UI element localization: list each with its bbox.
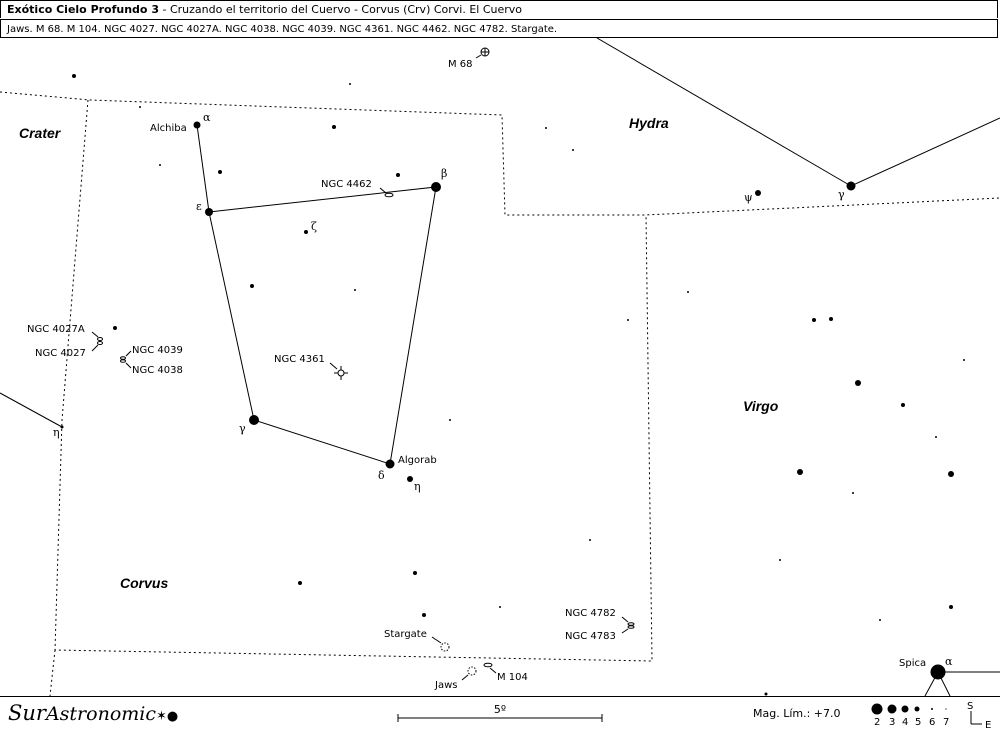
star-beta-corvi — [431, 182, 441, 192]
star-eta-crateris — [60, 425, 64, 429]
chart-subtitle: - Cruzando el territorio del Cuervo - Co… — [158, 3, 523, 16]
ngc4039-galaxy-icon — [120, 356, 126, 360]
star-eta-corvi — [407, 476, 413, 482]
mag-7: 7 — [943, 717, 949, 728]
label-ngc4462: NGC 4462 — [321, 179, 372, 190]
label-m68: M 68 — [448, 59, 473, 70]
mag-4: 4 — [902, 717, 908, 728]
greek-delta-corvi: δ — [378, 469, 385, 482]
deep-sky-labels: M 68 NGC 4462 NGC 4361 NGC 4027A NGC 402… — [27, 59, 616, 691]
object-list: Jaws. M 68. M 104. NGC 4027. NGC 4027A. … — [0, 19, 998, 38]
chart-title-bar: Exótico Cielo Profundo 3 - Cruzando el t… — [0, 0, 998, 18]
greek-beta-corvi: β — [441, 167, 447, 180]
label-jaws: Jaws — [434, 680, 457, 691]
stargate-asterism-icon — [440, 642, 450, 652]
comet-icon: ✶● — [156, 709, 179, 724]
greek-eta-crateris: η — [53, 426, 60, 439]
magnitude-legend: 2 3 4 5 6 7 — [871, 703, 949, 728]
scale-label: 5º — [493, 703, 507, 716]
star-gamma-hydrae — [846, 181, 856, 191]
greek-gamma-hydrae: γ — [838, 188, 845, 201]
label-ngc4783: NGC 4783 — [565, 631, 616, 642]
label-m104: M 104 — [497, 672, 528, 683]
label-ngc4361: NGC 4361 — [274, 354, 325, 365]
constellation-virgo: Virgo — [743, 398, 779, 414]
label-spica: Spica — [899, 658, 926, 669]
mag-5: 5 — [915, 717, 921, 728]
greek-alpha-virginis: α — [945, 655, 953, 668]
ngc4462-galaxy-icon — [384, 192, 394, 198]
label-stargate: Stargate — [384, 629, 427, 640]
label-ngc4027: NGC 4027 — [35, 348, 86, 359]
constellation-corvus: Corvus — [120, 575, 168, 591]
constellation-crater: Crater — [19, 125, 62, 141]
label-ngc4038: NGC 4038 — [132, 365, 183, 376]
label-ngc4039: NGC 4039 — [132, 345, 183, 356]
ngc4038-galaxy-icon — [120, 359, 126, 363]
greek-gamma-corvi: γ — [239, 422, 246, 435]
chart-footer: SurAstronomic✶● 5º Mag. Lím.: +7.0 2 3 4… — [0, 696, 1000, 730]
ngc4361-planetary-nebula-icon — [329, 362, 348, 380]
mag-3: 3 — [889, 717, 895, 728]
m68-globular-icon — [475, 47, 490, 59]
star-spica — [930, 664, 946, 680]
deep-sky-objects — [91, 47, 635, 681]
greek-zeta-corvi: ζ — [311, 220, 317, 233]
ngc4027-galaxy-icon — [97, 341, 103, 345]
star-alchiba — [193, 121, 201, 129]
surastronomico-logo: SurAstronomic✶● — [8, 701, 179, 725]
star-psi-hydrae — [755, 190, 761, 196]
scale-bar — [397, 714, 603, 722]
star-epsilon-corvi — [205, 208, 213, 216]
chart-title: Exótico Cielo Profundo 3 — [7, 3, 159, 16]
star-algorab — [385, 459, 395, 469]
m104-galaxy-icon — [483, 662, 493, 668]
star-labels: Alchiba Algorab Spica α β ε ζ γ δ η ψ γ … — [53, 111, 953, 669]
stars — [60, 74, 965, 696]
label-ngc4782: NGC 4782 — [565, 608, 616, 619]
constellation-names: Crater Hydra Corvus Virgo — [19, 115, 779, 591]
constellation-boundaries — [0, 91, 1000, 696]
label-alchiba: Alchiba — [150, 123, 187, 134]
compass-icon: S E — [967, 701, 991, 729]
greek-epsilon-corvi: ε — [196, 200, 202, 213]
jaws-asterism-icon — [467, 666, 477, 676]
greek-psi-hydrae: ψ — [744, 191, 753, 204]
compass-south: S — [967, 701, 973, 712]
magnitude-limit: Mag. Lím.: +7.0 — [753, 707, 841, 720]
ngc4027a-galaxy-icon — [97, 337, 103, 341]
star-gamma-corvi — [249, 415, 259, 425]
label-algorab: Algorab — [398, 455, 437, 466]
mag-2: 2 — [874, 717, 880, 728]
compass-east: E — [985, 720, 991, 729]
sky-map: Crater Hydra Corvus Virgo Alchiba Algora… — [0, 38, 1000, 696]
greek-alpha-corvi: α — [203, 111, 211, 124]
ngc4782-galaxy-icon — [627, 622, 635, 626]
mag-6: 6 — [929, 717, 935, 728]
ngc4783-galaxy-icon — [627, 625, 635, 629]
constellation-hydra: Hydra — [629, 115, 669, 131]
star-zeta-corvi — [304, 230, 308, 234]
greek-eta-corvi: η — [414, 480, 421, 493]
label-ngc4027a: NGC 4027A — [27, 324, 85, 335]
